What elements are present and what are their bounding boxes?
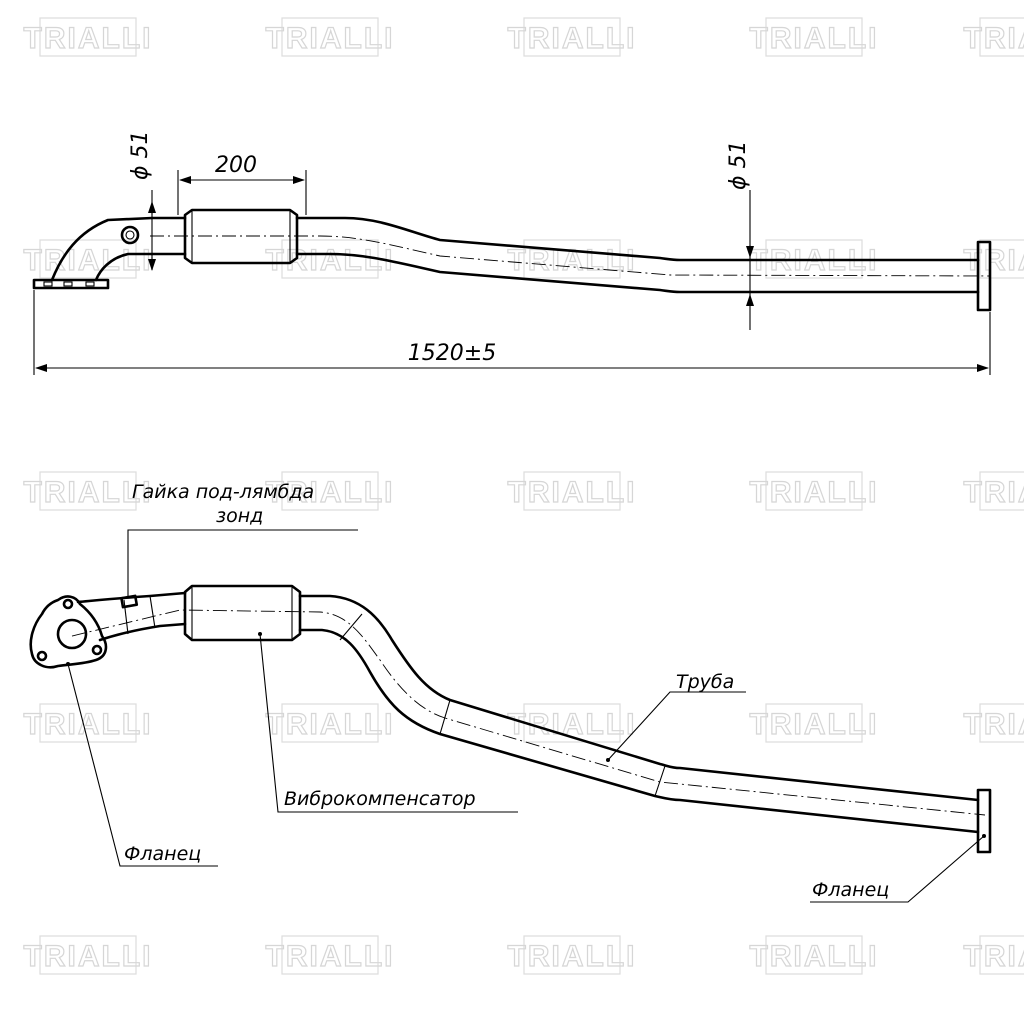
watermark-tile: TRIALLI — [963, 703, 1024, 743]
watermark-tile: TRIALLI — [963, 471, 1024, 511]
leader-pipe: Труба — [606, 671, 746, 762]
watermark-tile: TRIALLI — [23, 239, 153, 279]
bottom-right-flange — [976, 788, 992, 854]
dim-length-section: 200 — [177, 153, 307, 215]
dim-total-length-text: 1520±5 — [408, 341, 496, 366]
leader-flange-right: Фланец — [810, 834, 986, 903]
leader-flange-left: Фланец — [66, 662, 218, 867]
watermark-tile: TRIALLI — [265, 935, 395, 975]
bottom-bend-lower — [98, 622, 187, 642]
watermark-brand: TRIALLI — [266, 708, 395, 741]
top-pipe-lower — [295, 252, 980, 294]
watermark-tile: TRIALLI — [23, 935, 153, 975]
watermark-tile: TRIALLI — [749, 471, 879, 511]
watermark-brand: TRIALLI — [508, 244, 637, 277]
watermark-tile: TRIALLI — [23, 17, 153, 57]
watermark-brand: TRIALLI — [508, 940, 637, 973]
watermark-tile: TRIALLI — [265, 17, 395, 57]
watermark-brand: TRIALLI — [964, 708, 1024, 741]
dim-diameter-left: ϕ 51 — [128, 131, 156, 271]
dim-diameter-left-text: ϕ 51 — [128, 131, 153, 181]
leader-lambda-nut: Гайка под-лямбда зонд — [127, 481, 358, 598]
watermark-brand: TRIALLI — [964, 940, 1024, 973]
top-pipe-segment-1 — [150, 216, 187, 256]
watermark-tile: TRIALLI — [749, 935, 879, 975]
watermark-brand: TRIALLI — [24, 476, 153, 509]
watermark-tile: TRIALLI — [265, 471, 395, 511]
watermark-brand: TRIALLI — [508, 22, 637, 55]
dim-length-section-text: 200 — [215, 153, 257, 178]
watermark-brand: TRIALLI — [24, 940, 153, 973]
top-view: ϕ 51 200 ϕ 51 1520±5 — [32, 131, 992, 375]
watermark-brand: TRIALLI — [508, 476, 637, 509]
bottom-pipe-upper — [298, 594, 980, 802]
label-flex: Виброкомпенсатор — [284, 788, 476, 810]
watermark-tile: TRIALLI — [963, 935, 1024, 975]
top-bend-upper — [50, 216, 154, 282]
top-lambda-nut — [120, 225, 140, 245]
watermark-tile: TRIALLI — [963, 17, 1024, 57]
top-flex-section — [183, 208, 299, 265]
watermark-brand: TRIALLI — [24, 244, 153, 277]
watermark-brand: TRIALLI — [750, 940, 879, 973]
label-lambda-nut-line1: Гайка под-лямбда — [132, 481, 314, 503]
watermark-tile: TRIALLI — [23, 703, 153, 743]
watermark-tile: TRIALLI — [265, 239, 395, 279]
watermark-brand: TRIALLI — [24, 708, 153, 741]
bottom-view: Гайка под-лямбда зонд Труба Виброкомпенс… — [29, 481, 992, 903]
watermark-tile: TRIALLI — [265, 703, 395, 743]
dim-total-length: 1520±5 — [33, 290, 991, 375]
label-pipe: Труба — [676, 671, 734, 693]
watermark-brand: TRIALLI — [964, 476, 1024, 509]
label-lambda-nut-line2: зонд — [216, 505, 263, 527]
watermark-tile: TRIALLI — [507, 935, 637, 975]
watermark-tile: TRIALLI — [507, 471, 637, 511]
label-flange-left: Фланец — [124, 843, 201, 865]
watermark-brand: TRIALLI — [750, 22, 879, 55]
watermark-brand: TRIALLI — [750, 708, 879, 741]
watermark-tile: TRIALLI — [749, 17, 879, 57]
bottom-pipe-lower — [298, 628, 980, 834]
dim-diameter-right-text: ϕ 51 — [726, 141, 751, 191]
top-pipe-upper — [295, 216, 980, 262]
watermark-brand: TRIALLI — [266, 244, 395, 277]
dim-diameter-right: ϕ 51 — [726, 141, 754, 330]
label-flange-right: Фланец — [812, 879, 889, 901]
bottom-bend-upper — [76, 591, 187, 604]
watermark-brand: TRIALLI — [266, 476, 395, 509]
watermark-brand: TRIALLI — [266, 940, 395, 973]
watermark-tile: TRIALLI — [23, 471, 153, 511]
bottom-flex-section — [183, 584, 302, 642]
leader-flex: Виброкомпенсатор — [258, 632, 518, 813]
watermark-brand: TRIALLI — [266, 22, 395, 55]
watermark-brand: TRIALLI — [750, 476, 879, 509]
bottom-left-flange — [29, 595, 108, 669]
top-bend-lower — [94, 252, 154, 282]
watermark-tile: TRIALLI — [507, 239, 637, 279]
watermark-brand: TRIALLI — [964, 22, 1024, 55]
watermark-brand: TRIALLI — [24, 22, 153, 55]
top-left-flange — [32, 278, 110, 290]
top-right-flange — [976, 240, 992, 312]
watermark-tile: TRIALLI — [749, 703, 879, 743]
watermark-tile: TRIALLI — [507, 17, 637, 57]
